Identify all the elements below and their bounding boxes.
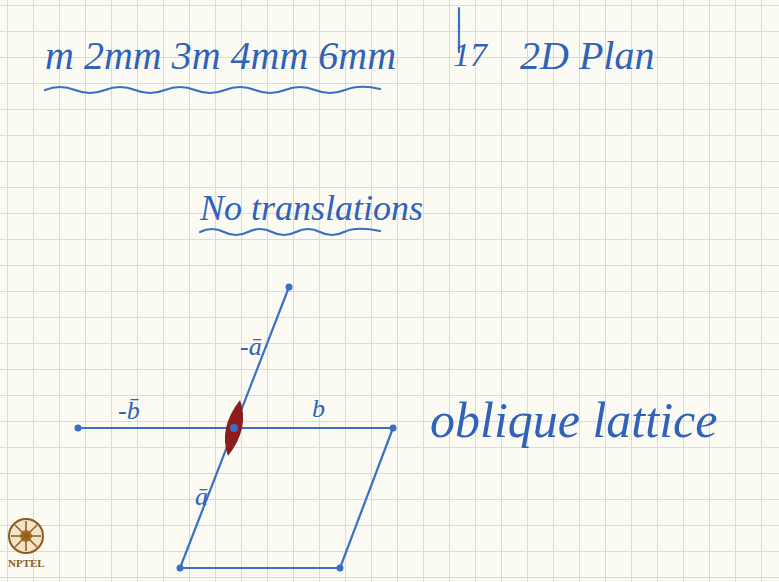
- lattice-point: [230, 424, 238, 432]
- note-text: No translations: [200, 190, 423, 226]
- vector-label: b: [312, 396, 325, 422]
- symmetry-list: m 2mm 3m 4mm 6mm: [45, 36, 396, 76]
- lattice-point: [75, 425, 82, 432]
- lattice-point: [286, 284, 293, 291]
- vector-label: ā: [195, 484, 208, 510]
- lattice-point: [177, 565, 184, 572]
- wavy-underline: [200, 229, 380, 235]
- logo-text: NPTEL: [8, 558, 45, 569]
- vector-label: -b̄: [118, 398, 140, 424]
- count-number: 17: [453, 38, 487, 72]
- lattice-name: oblique lattice: [430, 395, 717, 445]
- lattice-edge: [340, 428, 393, 568]
- heading-note: 2D Plan: [520, 36, 654, 76]
- lattice-point: [337, 565, 344, 572]
- wavy-underline: [45, 87, 380, 93]
- twofold-rotation-symbol: [225, 400, 243, 456]
- lattice-point: [390, 425, 397, 432]
- vector-label: -ā: [240, 334, 262, 360]
- lattice-edge: [180, 567, 340, 569]
- nptel-logo: [9, 519, 43, 553]
